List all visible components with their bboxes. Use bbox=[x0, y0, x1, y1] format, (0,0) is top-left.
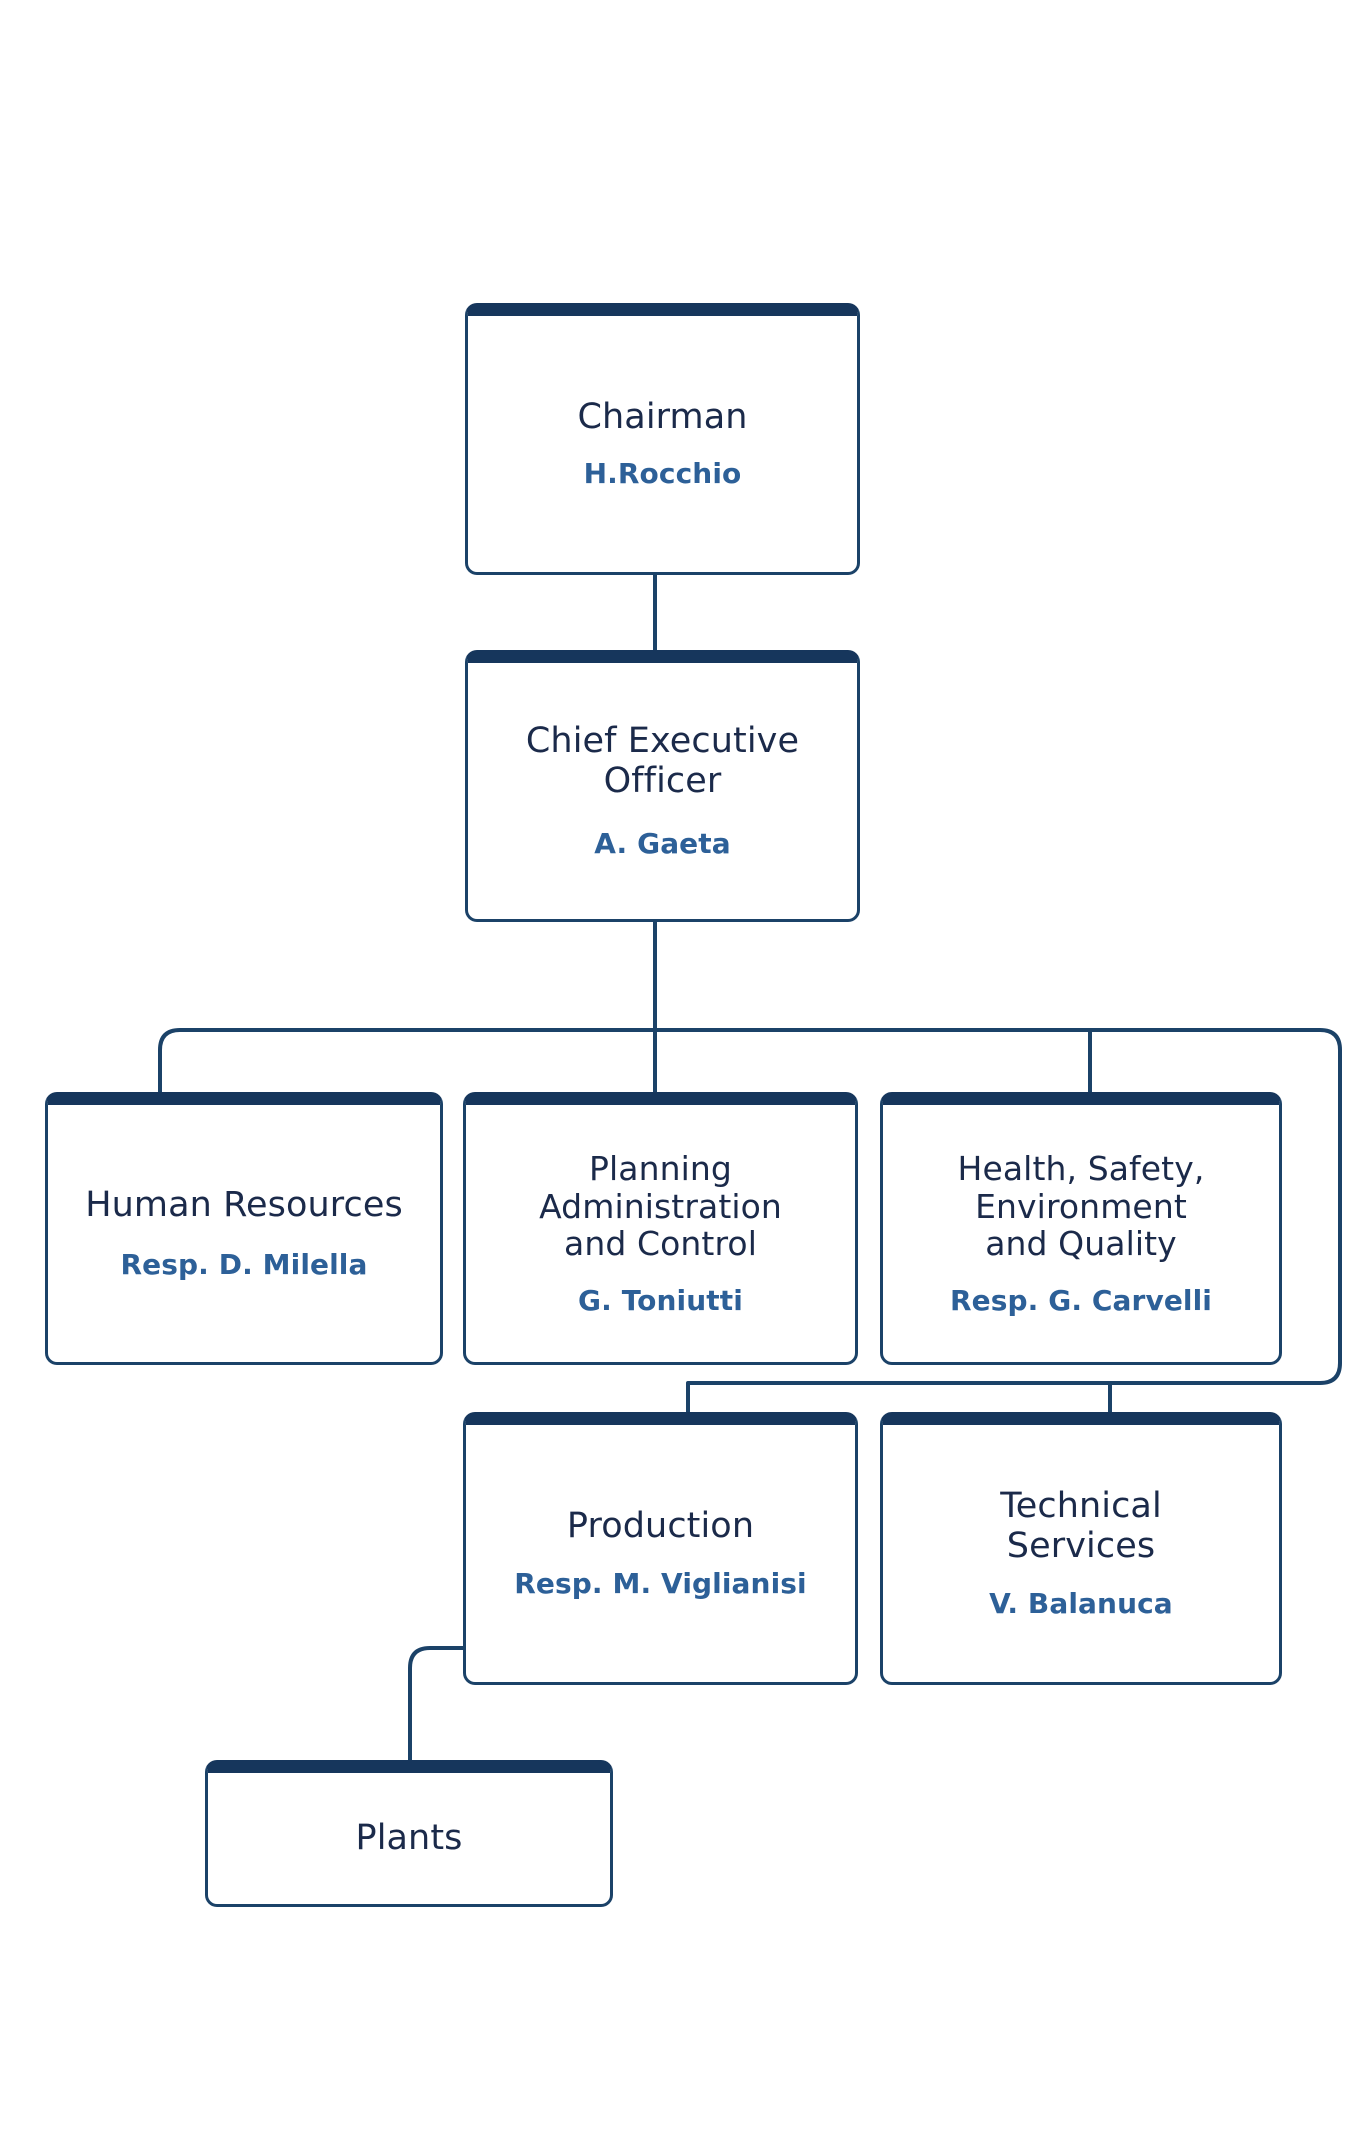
node-technical-services-title: Technical Services bbox=[1000, 1485, 1162, 1566]
node-health-safety-environment-and-quality-title: Health, Safety, Environment and Quality bbox=[957, 1149, 1205, 1264]
node-plants[interactable]: Plants bbox=[205, 1760, 613, 1907]
node-ceo-name: A. Gaeta bbox=[594, 826, 731, 860]
edge-bus-upper-left bbox=[158, 1028, 655, 1092]
edge-bus-lower-left bbox=[686, 1381, 1110, 1412]
node-chairman-title: Chairman bbox=[577, 397, 748, 438]
node-human-resources-name: Resp. D. Milella bbox=[120, 1248, 368, 1282]
node-chairman-name: H.Rocchio bbox=[583, 456, 742, 490]
edge-production-plants bbox=[408, 1646, 463, 1760]
node-health-safety-environment-and-quality[interactable]: Health, Safety, Environment and Quality … bbox=[880, 1092, 1282, 1365]
node-technical-services-name: V. Balanuca bbox=[989, 1587, 1173, 1621]
node-plants-title: Plants bbox=[355, 1817, 463, 1858]
node-human-resources[interactable]: Human Resources Resp. D. Milella bbox=[45, 1092, 443, 1365]
node-production[interactable]: Production Resp. M. Viglianisi bbox=[463, 1412, 858, 1685]
node-production-title: Production bbox=[566, 1505, 755, 1546]
node-planning-administration-and-control-name: G. Toniutti bbox=[578, 1283, 743, 1317]
node-chairman[interactable]: Chairman H.Rocchio bbox=[465, 303, 860, 575]
node-technical-services[interactable]: Technical Services V. Balanuca bbox=[880, 1412, 1282, 1685]
node-ceo[interactable]: Chief Executive Officer A. Gaeta bbox=[465, 650, 860, 922]
node-health-safety-environment-and-quality-name: Resp. G. Carvelli bbox=[950, 1283, 1212, 1317]
node-production-name: Resp. M. Viglianisi bbox=[514, 1567, 807, 1601]
node-planning-administration-and-control-title: Planning Administration and Control bbox=[539, 1149, 782, 1264]
edge-bus-upper-right-drop bbox=[655, 1028, 1092, 1092]
node-human-resources-title: Human Resources bbox=[85, 1184, 403, 1225]
node-ceo-title: Chief Executive Officer bbox=[525, 721, 800, 802]
node-planning-administration-and-control[interactable]: Planning Administration and Control G. T… bbox=[463, 1092, 858, 1365]
